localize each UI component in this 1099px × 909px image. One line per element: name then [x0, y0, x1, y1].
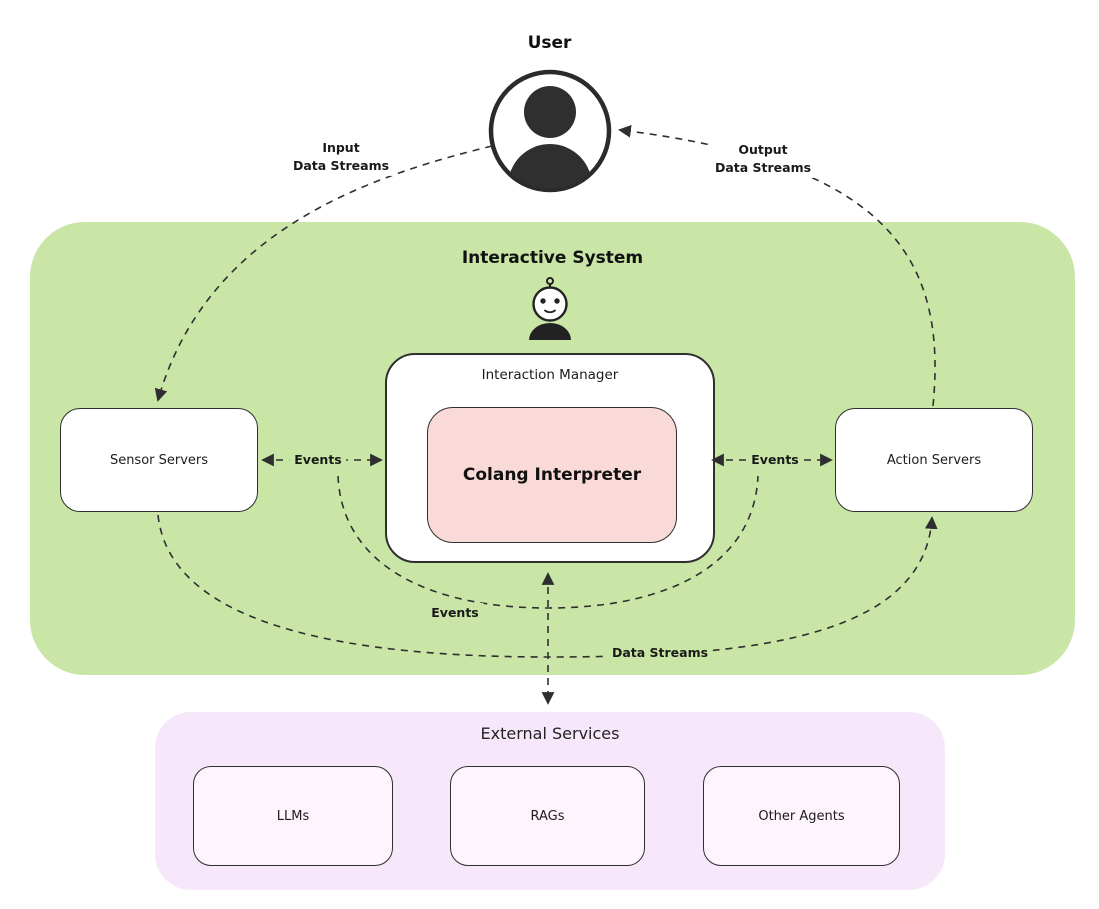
llms-label: LLMs [276, 808, 310, 824]
sensor-servers-label: Sensor Servers [109, 452, 209, 468]
colang-interpreter-box: Colang Interpreter [427, 407, 677, 543]
interaction-manager-label: Interaction Manager [481, 367, 619, 383]
rags-box: RAGs [450, 766, 645, 866]
edge-label-events-left: Events [289, 449, 347, 471]
interactive-system-title: Interactive System [461, 248, 644, 268]
action-servers-box: Action Servers [835, 408, 1033, 512]
interaction-manager-box: Interaction Manager Colang Interpreter [385, 353, 715, 563]
other-agents-box: Other Agents [703, 766, 900, 866]
edge-label-events-right: Events [746, 449, 804, 471]
action-servers-label: Action Servers [886, 452, 982, 468]
edge-label-line: Input [322, 139, 360, 155]
edge-label-input-data-streams: Input Data Streams [287, 137, 395, 177]
edge-label-line: Data Streams [714, 160, 812, 175]
external-services-title: External Services [480, 724, 620, 743]
user-avatar-icon [488, 69, 612, 193]
other-agents-label: Other Agents [758, 808, 845, 824]
colang-interpreter-label: Colang Interpreter [462, 465, 642, 485]
user-title: User [527, 33, 572, 53]
rags-label: RAGs [530, 808, 565, 824]
edge-label-data-streams-loop: Data Streams [606, 642, 714, 664]
llms-box: LLMs [193, 766, 393, 866]
edge-label-line: Output [738, 141, 788, 157]
edge-label-events-loop: Events [426, 602, 484, 624]
edge-label-output-data-streams: Output Data Streams [709, 139, 817, 179]
sensor-servers-box: Sensor Servers [60, 408, 258, 512]
edge-label-line: Data Streams [292, 158, 390, 173]
external-services-region: External Services LLMs RAGs Other Agents [155, 712, 945, 890]
